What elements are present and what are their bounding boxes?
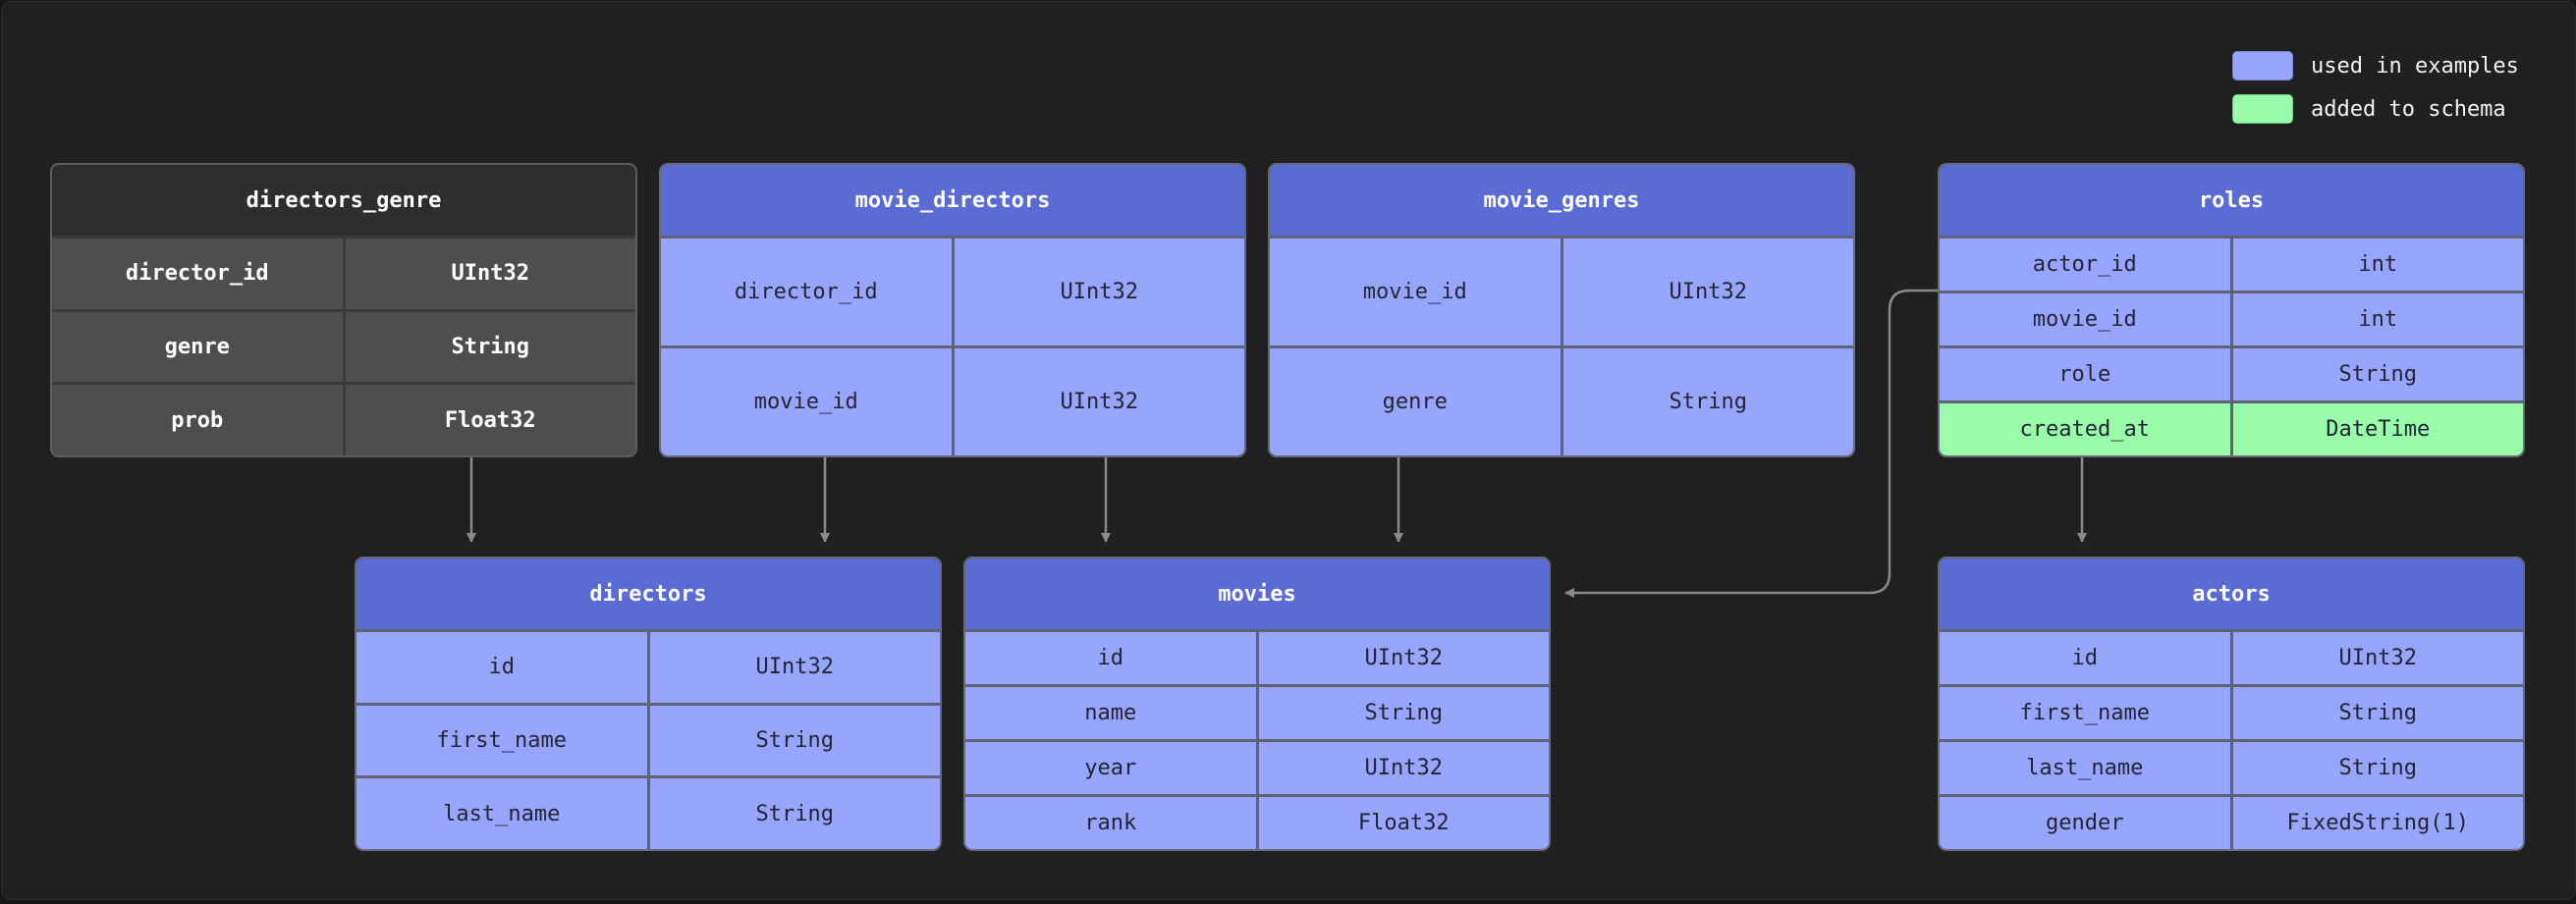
column-type: DateTime (2229, 403, 2524, 455)
table-row: genre String (52, 308, 636, 383)
table-movie-directors: movie_directors director_id UInt32 movie… (659, 163, 1246, 457)
table-row: role String (1940, 346, 2523, 400)
legend-label-schema: added to schema (2311, 96, 2506, 122)
table-title: movie_genres (1270, 165, 1853, 236)
column-type: String (1255, 687, 1550, 739)
column-type: String (2229, 348, 2524, 400)
table-movies: movies id UInt32 name String year UInt32… (963, 557, 1551, 851)
column-name: last_name (2026, 756, 2144, 780)
table-row: first_name String (1940, 684, 2523, 739)
table-title: directors_genre (52, 165, 635, 236)
table-title: directors (356, 558, 940, 629)
table-title: movies (965, 558, 1549, 629)
table-row-added: created_at DateTime (1940, 400, 2523, 455)
table-row: year UInt32 (965, 739, 1549, 794)
table-row: director_id UInt32 (661, 239, 1244, 346)
column-name: last_name (443, 801, 561, 826)
table-row: id UInt32 (1940, 632, 2523, 684)
column-name: movie_id (1362, 280, 1467, 304)
column-type: String (1560, 348, 1854, 455)
table-title: movie_directors (661, 165, 1244, 236)
legend-label-examples: used in examples (2311, 53, 2519, 79)
column-type: UInt32 (342, 239, 636, 309)
table-row: actor_id int (1940, 239, 2523, 291)
column-name: role (2058, 362, 2111, 387)
column-name: genre (164, 335, 230, 359)
table-title: roles (1940, 165, 2523, 236)
table-row: genre String (1270, 346, 1853, 455)
column-type: String (2229, 687, 2524, 739)
column-type: UInt32 (1255, 742, 1550, 794)
column-name: genre (1382, 390, 1448, 414)
legend-swatch-examples (2232, 51, 2293, 80)
column-type: UInt32 (1560, 239, 1854, 346)
table-actors: actors id UInt32 first_name String last_… (1938, 557, 2525, 851)
column-type: String (2229, 742, 2524, 794)
table-row: prob Float32 (52, 382, 635, 455)
column-type: int (2229, 239, 2524, 291)
table-row: id UInt32 (356, 632, 940, 703)
column-name: id (1097, 646, 1124, 670)
table-row: first_name String (356, 702, 941, 776)
column-name: year (1084, 756, 1137, 780)
column-type: String (342, 311, 636, 383)
column-type: UInt32 (646, 632, 941, 703)
column-name: created_at (2019, 417, 2150, 442)
column-type: Float32 (1255, 797, 1550, 849)
column-name: movie_id (753, 390, 858, 414)
legend-item-schema: added to schema (2232, 93, 2506, 125)
table-row: rank Float32 (965, 794, 1549, 849)
column-name: prob (171, 407, 224, 433)
table-row: last_name String (356, 775, 940, 849)
legend-swatch-schema (2232, 94, 2293, 124)
column-type: UInt32 (1255, 632, 1550, 684)
table-roles: roles actor_id int movie_id int role Str… (1938, 163, 2525, 457)
table-directors-genre: directors_genre director_id UInt32 genre… (50, 163, 637, 457)
column-name: first_name (436, 728, 567, 753)
column-name: actor_id (2032, 252, 2137, 277)
table-row: movie_id UInt32 (661, 346, 1244, 455)
column-type: String (646, 778, 941, 849)
column-type: FixedString(1) (2229, 797, 2524, 849)
table-row: movie_id int (1940, 291, 2523, 346)
column-type: UInt32 (2229, 632, 2524, 684)
table-row: last_name String (1940, 739, 2523, 794)
column-name: id (2071, 646, 2099, 670)
column-name: gender (2046, 811, 2124, 835)
column-type: UInt32 (951, 239, 1245, 346)
column-name: director_id (734, 280, 878, 304)
table-row: director_id UInt32 (52, 239, 635, 309)
table-row: id UInt32 (965, 632, 1549, 684)
column-name: id (488, 655, 516, 680)
table-title: actors (1940, 558, 2523, 629)
column-type: int (2229, 293, 2524, 346)
table-directors: directors id UInt32 first_name String la… (355, 557, 942, 851)
column-name: director_id (125, 261, 269, 287)
column-type: UInt32 (951, 348, 1245, 455)
table-row: gender FixedString(1) (1940, 794, 2523, 849)
column-name: name (1084, 701, 1137, 725)
column-name: movie_id (2032, 307, 2137, 332)
column-name: first_name (2019, 701, 2150, 725)
column-name: rank (1084, 811, 1137, 835)
column-type: Float32 (342, 385, 636, 455)
table-row: name String (965, 684, 1549, 739)
column-type: String (646, 705, 941, 776)
legend-item-examples: used in examples (2232, 50, 2519, 81)
table-row: movie_id UInt32 (1270, 239, 1853, 346)
table-movie-genres: movie_genres movie_id UInt32 genre Strin… (1268, 163, 1855, 457)
